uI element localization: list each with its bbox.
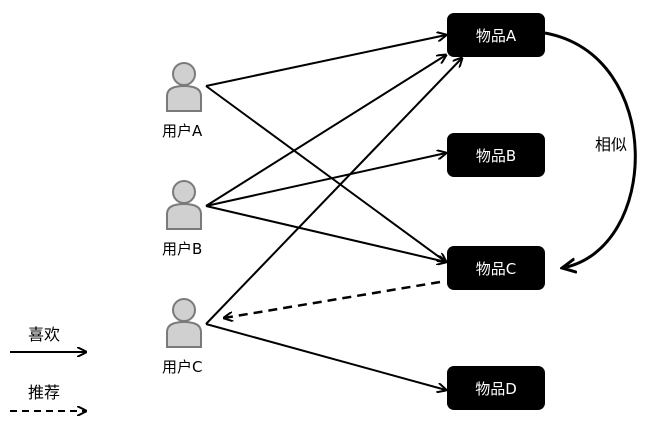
like-edge-user-c-item-d xyxy=(205,323,446,390)
item-box xyxy=(447,133,545,177)
item-box xyxy=(447,13,545,57)
like-edge-user-c-item-a xyxy=(205,58,462,325)
item-label: 物品A xyxy=(476,27,517,45)
user-label: 用户C xyxy=(162,358,202,376)
item-b: 物品B xyxy=(447,133,545,177)
similarity-arc xyxy=(544,31,637,268)
legend-like-label: 喜欢 xyxy=(28,325,60,344)
user-c: 用户C xyxy=(162,298,202,376)
user-label: 用户B xyxy=(162,240,202,258)
like-edge-user-b-item-a xyxy=(205,55,446,207)
item-label: 物品C xyxy=(476,260,516,278)
person-icon xyxy=(166,62,202,112)
user-a: 用户A xyxy=(162,62,203,140)
user-label: 用户A xyxy=(162,122,203,140)
edge-layer xyxy=(205,35,462,390)
item-label: 物品B xyxy=(476,147,516,165)
item-c: 物品C xyxy=(447,246,545,290)
like-edge-user-b-item-c xyxy=(205,205,446,262)
like-edge-user-b-item-b xyxy=(205,153,446,207)
user-b: 用户B xyxy=(162,180,202,258)
item-box xyxy=(447,366,545,410)
legend-recommend-label: 推荐 xyxy=(28,383,60,402)
item-box xyxy=(447,246,545,290)
like-edge-user-a-item-a xyxy=(205,35,446,87)
item-label: 物品D xyxy=(475,380,517,398)
person-icon xyxy=(166,298,202,348)
recommend-edge-item-c-user-c xyxy=(224,280,441,318)
person-icon xyxy=(166,180,202,230)
legend: 喜欢 推荐 xyxy=(10,325,86,411)
like-edge-user-a-item-c xyxy=(205,85,446,262)
similarity-label: 相似 xyxy=(595,135,627,154)
item-d: 物品D xyxy=(447,366,545,410)
item-a: 物品A xyxy=(447,13,545,57)
